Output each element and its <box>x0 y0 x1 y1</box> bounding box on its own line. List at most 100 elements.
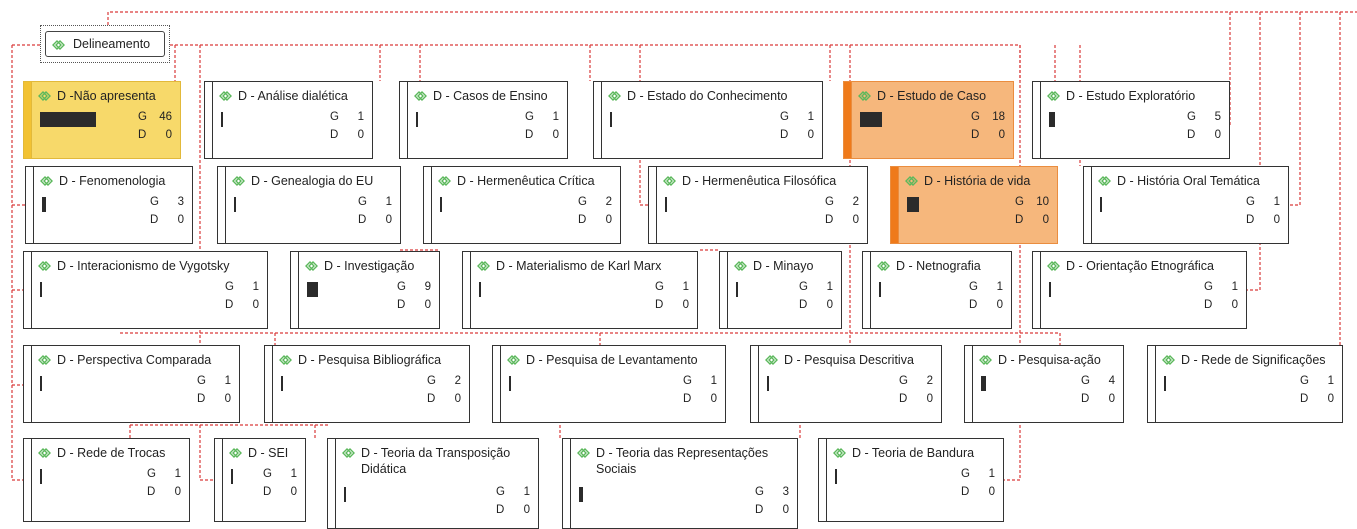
d-key: D <box>496 504 505 516</box>
node-label: D - Perspectiva Comparada <box>57 353 212 367</box>
g-key: G <box>225 281 234 293</box>
root-node-body[interactable]: Delineamento <box>45 31 165 57</box>
g-value: 1 <box>1327 375 1334 387</box>
d-value: 0 <box>1108 393 1115 405</box>
d-key: D <box>150 214 159 226</box>
node-title: D - Hermenêutica Filosófica <box>663 173 861 189</box>
g-value: 1 <box>174 468 181 480</box>
groundedness-bar <box>1049 112 1055 127</box>
d-key: D <box>358 214 367 226</box>
d-value: 0 <box>1042 214 1049 226</box>
g-key: G <box>150 196 159 208</box>
d-key: D <box>1204 299 1213 311</box>
diamond-code-icon <box>38 261 51 271</box>
g-value: 46 <box>159 111 172 123</box>
groundedness-bar <box>440 197 442 212</box>
node-label: D - Orientação Etnográfica <box>1066 259 1214 273</box>
g-key: G <box>330 111 339 123</box>
g-key: G <box>358 196 367 208</box>
groundedness-bar <box>981 376 986 391</box>
g-value: 1 <box>224 375 231 387</box>
diamond-code-icon <box>477 261 490 271</box>
d-key: D <box>971 129 980 141</box>
node-edge-strip <box>1033 252 1041 328</box>
d-value: 0 <box>1231 299 1238 311</box>
diamond-code-icon <box>279 355 292 365</box>
node-label: D - Análise dialética <box>238 89 348 103</box>
node-label: D - Materialismo de Karl Marx <box>496 259 662 273</box>
groundedness-bar <box>234 197 236 212</box>
groundedness-bar <box>307 282 318 297</box>
root-node-delineamento[interactable]: Delineamento <box>40 25 170 63</box>
node-title: D - Casos de Ensino <box>414 88 561 104</box>
d-key: D <box>138 129 147 141</box>
groundedness-bar <box>40 376 42 391</box>
node-label: D - Pesquisa-ação <box>998 353 1101 367</box>
g-key: G <box>1204 281 1213 293</box>
node-edge-strip <box>463 252 471 328</box>
diamond-code-icon <box>979 355 992 365</box>
node-label: D - Interacionismo de Vygotsky <box>57 259 230 273</box>
relation-link <box>589 45 648 206</box>
node-edge-strip <box>965 346 973 422</box>
node-title: D - Rede de Trocas <box>38 445 183 461</box>
d-key: D <box>1081 393 1090 405</box>
g-key: G <box>1300 375 1309 387</box>
d-value: 0 <box>174 486 181 498</box>
node-edge-strip <box>594 82 602 158</box>
node-label: D - SEI <box>248 446 289 460</box>
d-key: D <box>799 299 808 311</box>
node-title: D - Pesquisa-ação <box>979 352 1117 368</box>
g-value: 1 <box>1273 196 1280 208</box>
groundedness-bar <box>907 197 919 212</box>
node-edge-strip <box>891 167 899 243</box>
g-key: G <box>197 375 206 387</box>
diamond-code-icon <box>38 91 51 101</box>
diamond-code-icon <box>438 176 451 186</box>
root-node-label: Delineamento <box>73 37 151 51</box>
node-label: D - Investigação <box>324 259 415 273</box>
node-edge-strip <box>751 346 759 422</box>
d-value: 0 <box>852 214 859 226</box>
diamond-code-icon <box>229 448 242 458</box>
g-value: 5 <box>1214 111 1221 123</box>
node-edge-strip <box>400 82 408 158</box>
groundedness-bar <box>767 376 769 391</box>
g-key: G <box>263 468 272 480</box>
